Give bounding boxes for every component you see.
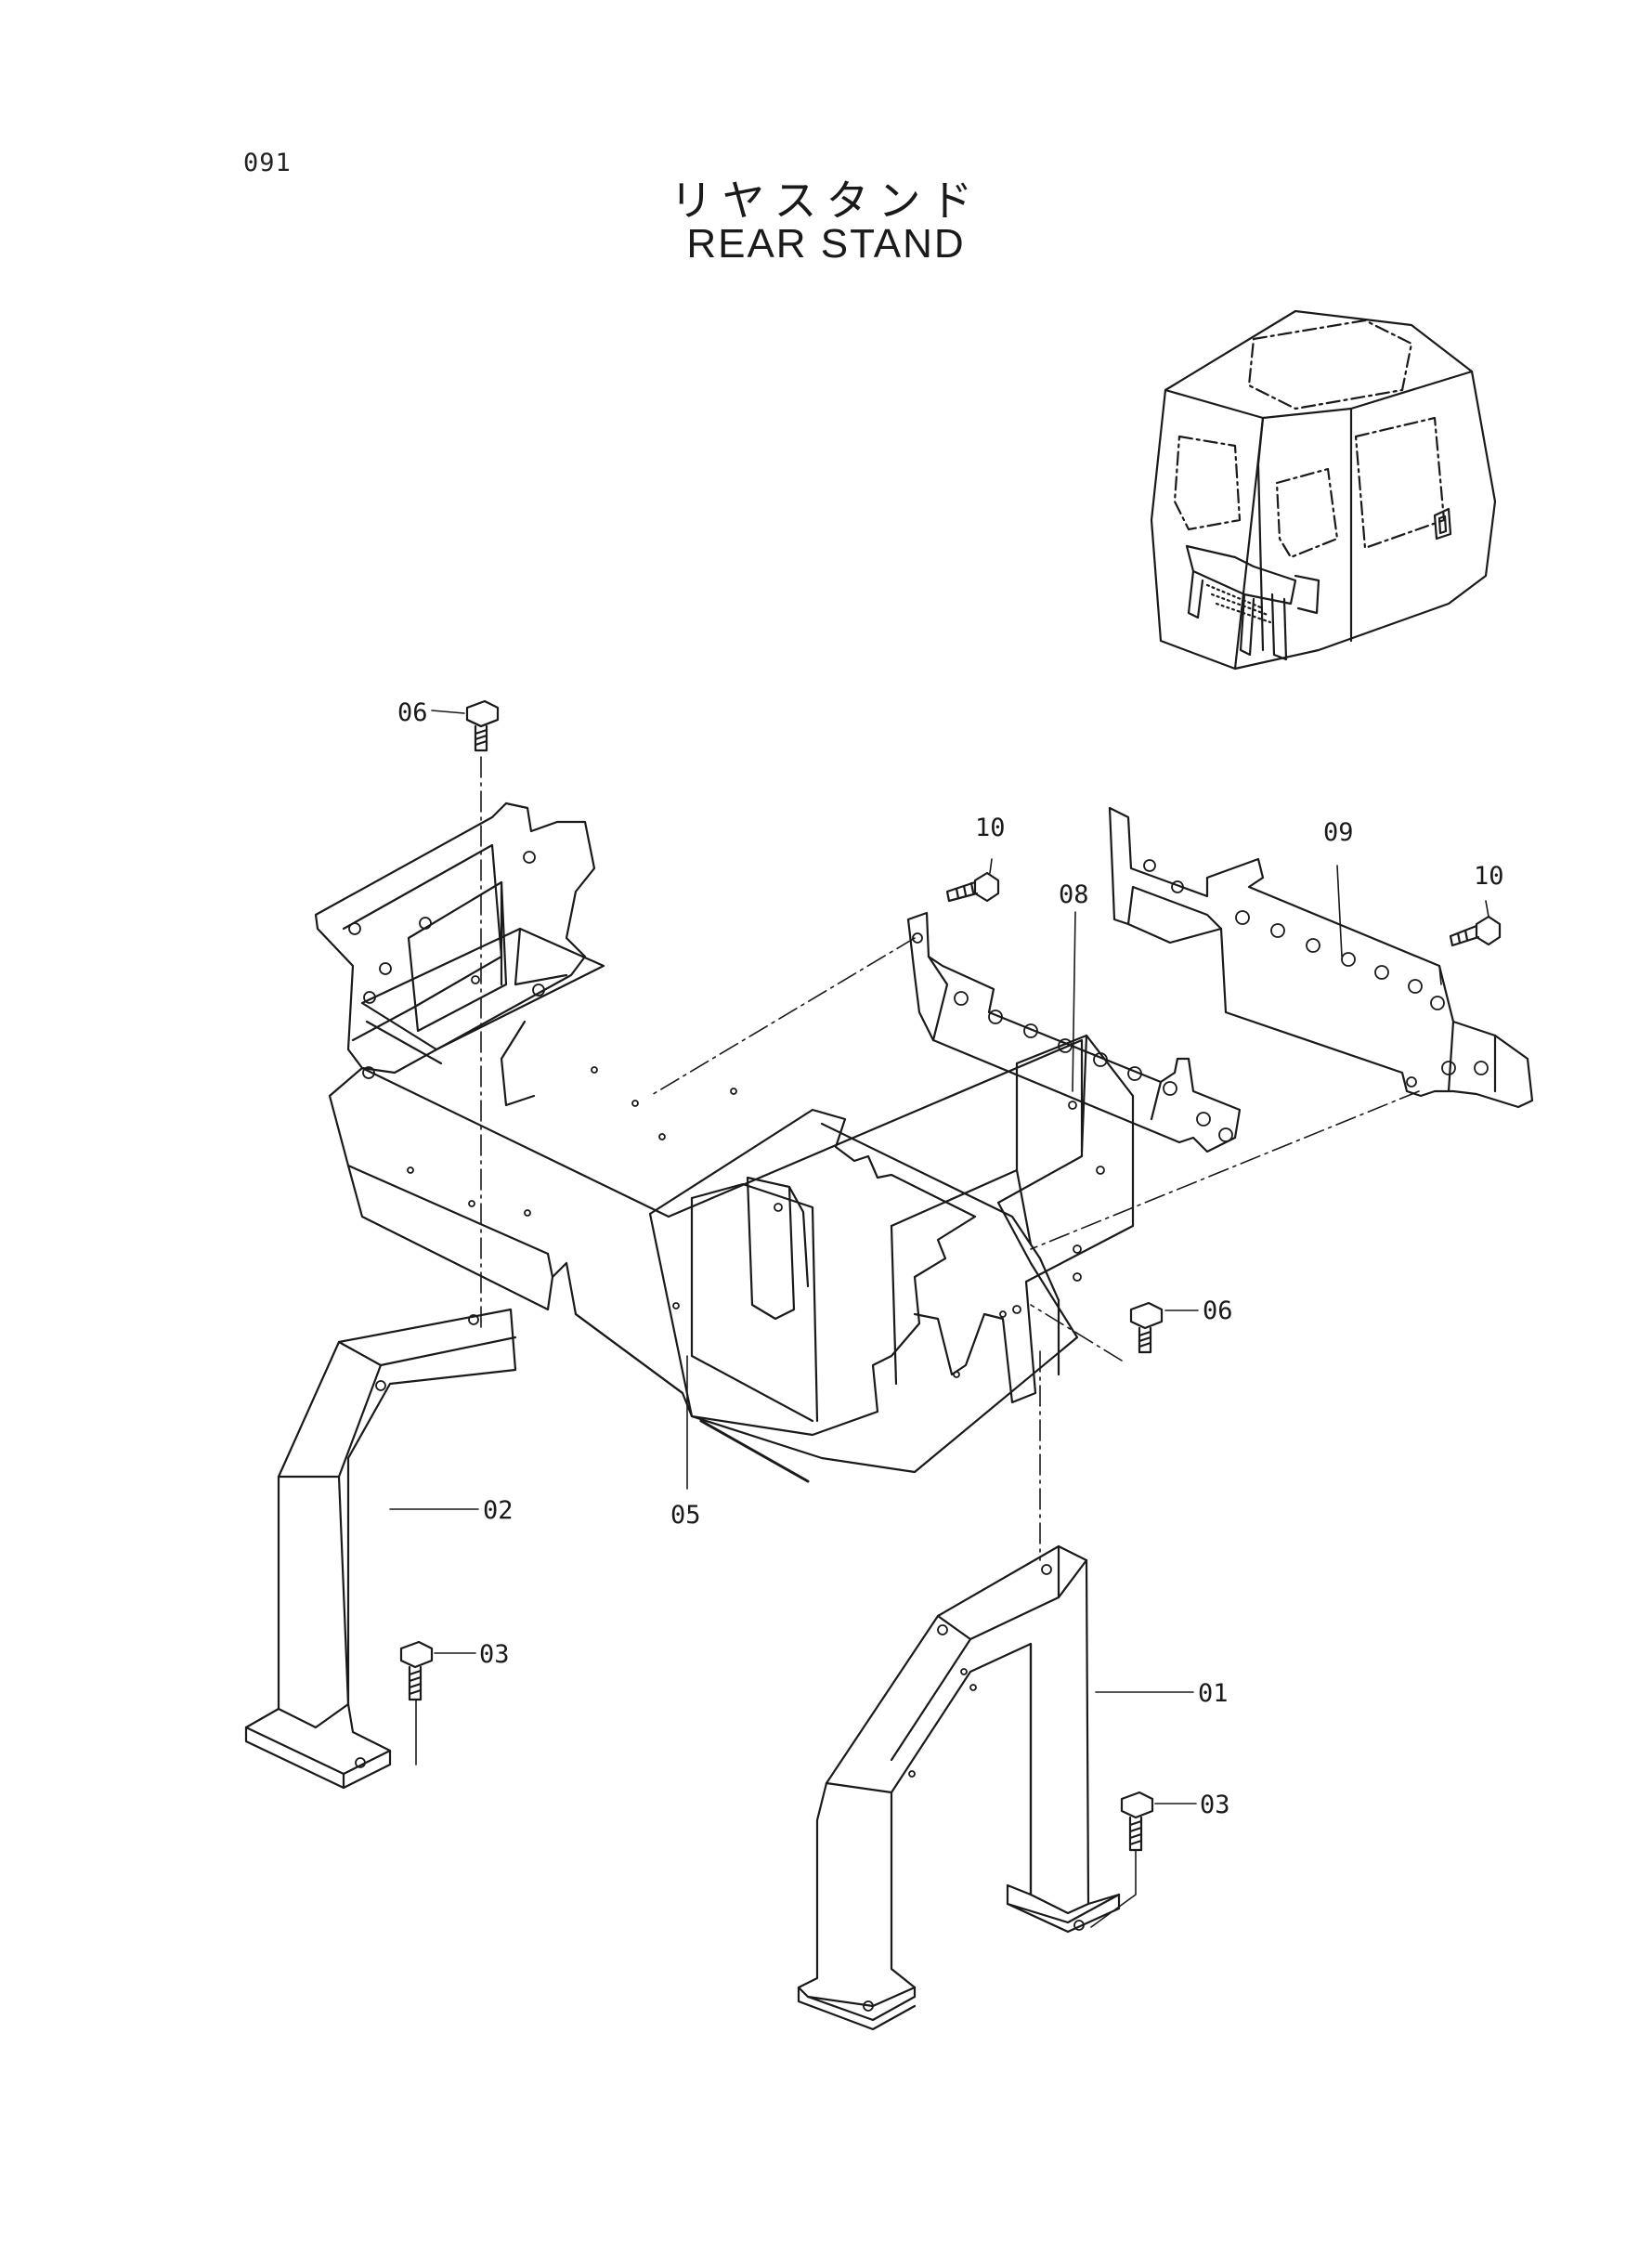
callout-03-right: 03 [1200,1791,1230,1819]
callout-10-left: 10 [975,814,1006,842]
cab-location-inset [1150,309,1497,671]
assembly-centerlines [480,756,1420,1561]
bolt-03-left [399,1640,434,1701]
base-plate-05 [328,1038,1084,1474]
bolt-06-right [1129,1301,1164,1354]
bolt-10-right [1449,915,1502,947]
bolt-03-right [1120,1791,1154,1852]
callout-06-right: 06 [1203,1296,1233,1325]
leg-01 [797,1544,1121,2031]
callout-08: 08 [1059,880,1089,909]
callout-01: 01 [1198,1679,1229,1708]
title-japanese: リヤスタンド [670,176,982,226]
center-bracket [648,1034,1135,1483]
callout-03-left: 03 [479,1640,510,1669]
callout-06-top: 06 [397,698,428,727]
callout-02: 02 [483,1496,514,1525]
left-bracket [314,801,605,1107]
page-number: 091 [243,149,292,177]
leader-lines [389,710,1489,1804]
bolt-10-left [945,871,1000,903]
callout-09: 09 [1323,818,1354,847]
bolt-06-top [465,699,500,752]
title-english: REAR STAND [686,221,966,267]
bolt-axis-lines [415,965,1442,1928]
leg-02 [244,1308,517,1790]
callout-05: 05 [670,1501,701,1530]
callout-labels: 06 10 08 09 10 06 05 02 01 03 03 [397,698,1504,1819]
callout-10-right: 10 [1474,862,1504,891]
bar-08 [906,911,1242,1153]
bar-09 [1108,806,1534,1109]
